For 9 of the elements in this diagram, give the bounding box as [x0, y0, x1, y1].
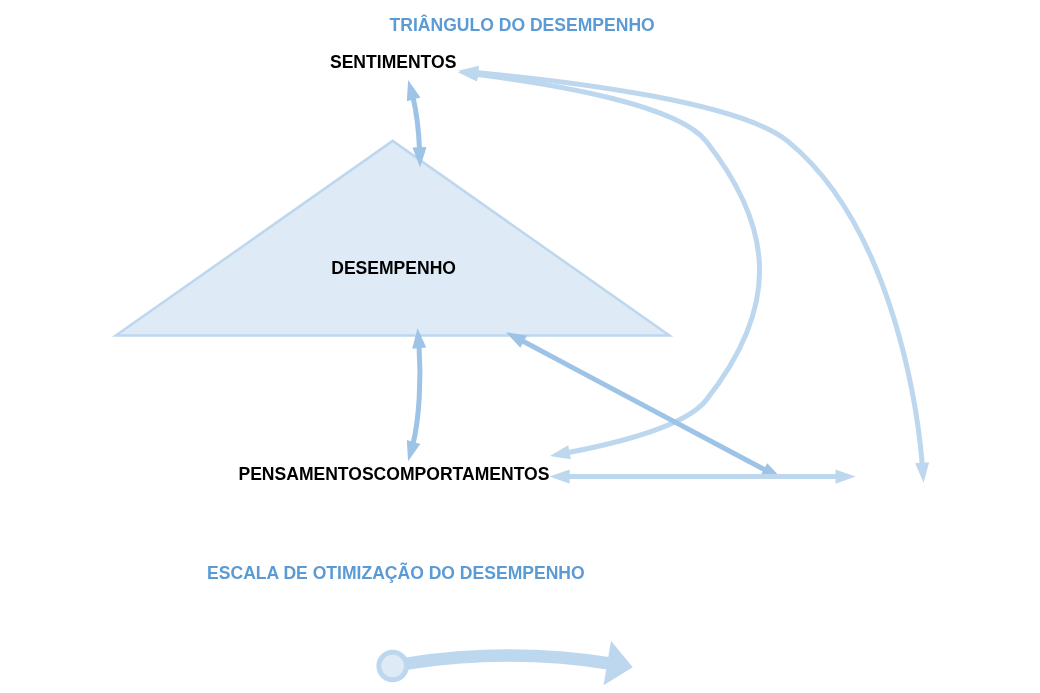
node-text: SENTIMENTOS — [329, 52, 457, 73]
arrow — [549, 469, 856, 484]
label: ESCALA DE OTIMIZAÇÃO DO DESEMPENHO — [207, 563, 585, 584]
arrow — [406, 80, 427, 168]
arrow — [406, 328, 427, 462]
arrow — [405, 640, 633, 685]
node-circle — [376, 649, 409, 683]
diagram-title: TRIÂNGULO DO DESEMPENHO — [389, 15, 655, 36]
node-text: PENSAMENTOSCOMPORTAMENTOS — [238, 463, 550, 484]
